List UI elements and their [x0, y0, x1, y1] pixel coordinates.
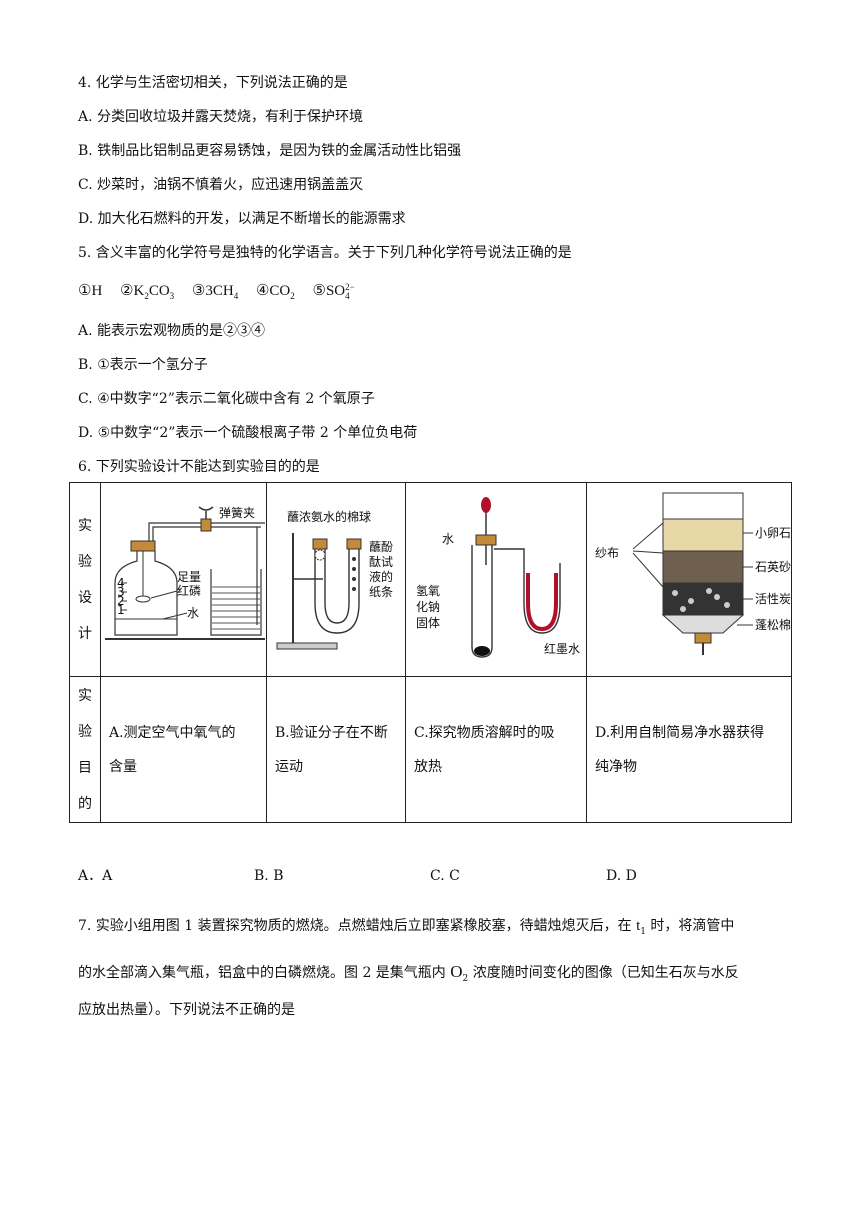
row-label-goal: 实验目的: [69, 676, 101, 823]
q4-option-b: B. 铁制品比铝制品更容易锈蚀，是因为铁的金属活动性比铝强: [78, 143, 462, 159]
diagram-c-cell: 水 氢氧 化钠 固体 红墨水: [405, 482, 587, 677]
svg-text:3: 3: [117, 585, 125, 599]
svg-text:活性炭: 活性炭: [755, 592, 791, 606]
svg-text:水: 水: [442, 532, 454, 546]
diagram-a-cell: 4 3 2 1 弹簧夹 足量 红磷: [100, 482, 267, 677]
svg-text:蘸酚: 蘸酚: [369, 540, 393, 554]
answer-option-b: B. B: [254, 868, 284, 884]
svg-text:红墨水: 红墨水: [544, 641, 580, 656]
svg-text:红磷: 红磷: [177, 583, 201, 598]
symbol-1: ①H: [78, 283, 103, 299]
symbol-4: ④CO2: [255, 283, 295, 301]
row-label-design: 实验设计: [69, 482, 101, 677]
goal-c: C.探究物质溶解时的吸放热: [405, 676, 587, 823]
svg-text:固体: 固体: [416, 616, 440, 630]
svg-text:2: 2: [117, 594, 125, 608]
goal-d: D.利用自制简易净水器获得纯净物: [586, 676, 792, 823]
q4-stem: 4. 化学与生活密切相关，下列说法正确的是: [78, 75, 348, 91]
answer-option-d: D. D: [606, 868, 637, 884]
answer-option-a: A．A: [78, 868, 113, 884]
diagram-b-cell: 蘸浓氨水的棉球 蘸酚 酞试 液的 纸条: [266, 482, 406, 677]
q5-option-a: A. 能表示宏观物质的是②③④: [78, 323, 266, 339]
q5-stem: 5. 含义丰富的化学符号是独特的化学语言。关于下列几种化学符号说法正确的是: [78, 245, 572, 261]
svg-text:液的: 液的: [369, 569, 393, 584]
svg-text:石英砂: 石英砂: [755, 560, 791, 574]
diagram-d-cell: 纱布 小卵石 石英砂 活性炭 蓬松棉: [586, 482, 792, 677]
diagram-d-water-purifier: 纱布 小卵石 石英砂 活性炭 蓬松棉: [595, 492, 791, 655]
q7-line-3: 应放出热量）。下列说法不正确的是: [78, 1002, 295, 1018]
q5-option-d: D. ⑤中数字“2”表示一个硫酸根离子带 2 个单位负电荷: [78, 425, 418, 441]
svg-text:蘸浓氨水的棉球: 蘸浓氨水的棉球: [287, 509, 371, 524]
diagram-a-oxygen-apparatus: 4 3 2 1 弹簧夹 足量 红磷: [105, 505, 265, 640]
q7-line-1: 7. 实验小组用图 1 装置探究物质的燃烧。点燃蜡烛后立即塞紧橡胶塞，待蜡烛熄灭…: [78, 918, 735, 937]
q7-line-2: 的水全部滴入集气瓶，铝盒中的白磷燃烧。图 2 是集气瓶内 O2 浓度随时间变化的…: [78, 962, 739, 984]
goal-b: B.验证分子在不断运动: [266, 676, 406, 823]
answer-option-c: C. C: [430, 868, 460, 884]
svg-text:弹簧夹: 弹簧夹: [219, 505, 255, 520]
svg-text:纸条: 纸条: [369, 585, 393, 599]
symbol-3: ③3CH4: [191, 283, 239, 301]
svg-text:1: 1: [117, 603, 125, 617]
diagram-b-molecule-apparatus: 蘸浓氨水的棉球 蘸酚 酞试 液的 纸条: [276, 509, 393, 650]
goal-a: A.测定空气中氧气的含量: [100, 676, 267, 823]
q5-option-b: B. ①表示一个氢分子: [78, 357, 208, 373]
q4-option-d: D. 加大化石燃料的开发，以满足不断增长的能源需求: [78, 211, 406, 227]
svg-text:水: 水: [187, 606, 199, 620]
svg-text:化钠: 化钠: [416, 599, 440, 614]
diagram-c-dissolution-apparatus: 水 氢氧 化钠 固体 红墨水: [416, 497, 580, 658]
svg-text:蓬松棉: 蓬松棉: [755, 618, 791, 632]
svg-text:氢氧: 氢氧: [416, 583, 440, 598]
experiment-table: 实验设计 4 3 2 1: [69, 482, 792, 823]
q6-stem: 6. 下列实验设计不能达到实验目的的是: [78, 459, 320, 475]
q5-option-c: C. ④中数字“2”表示二氧化碳中含有 2 个氧原子: [78, 391, 375, 407]
svg-text:纱布: 纱布: [595, 546, 619, 560]
q4-option-c: C. 炒菜时，油锅不慎着火，应迅速用锅盖盖灭: [78, 177, 364, 193]
svg-text:小卵石: 小卵石: [755, 526, 791, 540]
svg-text:足量: 足量: [177, 570, 201, 584]
svg-text:4: 4: [117, 576, 125, 590]
symbol-2: ②K2CO3: [120, 283, 175, 301]
q4-option-a: A. 分类回收垃圾并露天焚烧，有利于保护环境: [78, 109, 364, 125]
svg-text:酞试: 酞试: [369, 554, 393, 569]
